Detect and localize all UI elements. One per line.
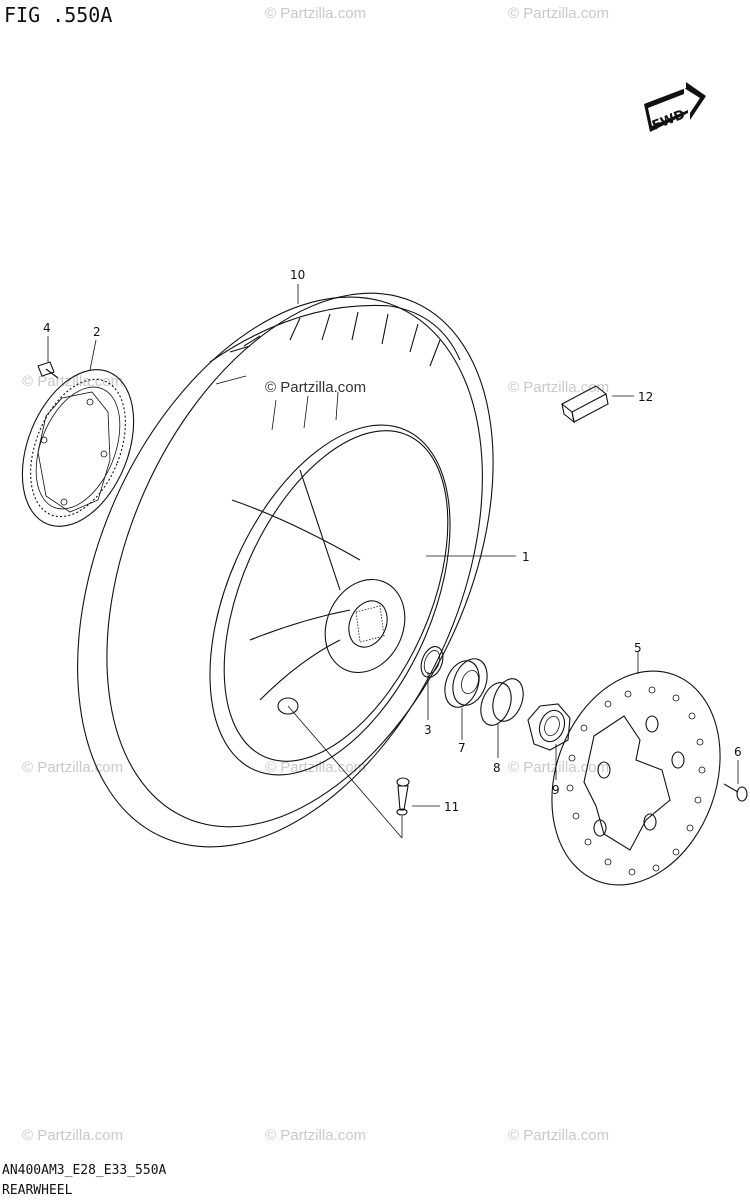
callout-10: 10 (290, 268, 305, 282)
brake-disc (551, 670, 721, 886)
watermark: © Partzilla.com (265, 1127, 366, 1144)
watermark: © Partzilla.com (265, 5, 366, 22)
watermarks: © Partzilla.com © Partzilla.com © Partzi… (22, 5, 609, 1144)
watermark: © Partzilla.com (265, 759, 366, 776)
watermark: © Partzilla.com (508, 1127, 609, 1144)
callout-6: 6 (734, 745, 742, 759)
callout-1: 1 (522, 550, 530, 564)
figure-title: FIG .550A (4, 3, 112, 27)
callout-12: 12 (638, 390, 653, 404)
callout-4: 4 (43, 321, 51, 335)
callout-8: 8 (493, 761, 501, 775)
callout-9: 9 (552, 783, 560, 797)
watermark: © Partzilla.com (508, 759, 609, 776)
wheel-rim (209, 424, 451, 776)
diagram-name: REARWHEEL (2, 1183, 73, 1198)
watermark: © Partzilla.com (265, 379, 366, 396)
sensor-rotor-ring (21, 369, 135, 527)
leader-lines (47, 284, 739, 839)
tire (77, 292, 494, 848)
axle-nut (527, 703, 571, 751)
callout-7: 7 (458, 741, 466, 755)
callouts: 1 2 3 4 5 6 7 8 9 10 11 12 (43, 268, 742, 814)
fwd-arrow-badge: FWD (644, 82, 706, 134)
rotor-bolt (37, 361, 59, 379)
diagram-code: AN400AM3_E28_E33_550A (2, 1163, 167, 1178)
wheel-collar (480, 678, 524, 726)
watermark: © Partzilla.com (508, 5, 609, 22)
watermark: © Partzilla.com (508, 379, 609, 396)
callout-5: 5 (634, 641, 642, 655)
tire-valve (396, 777, 410, 816)
spacer-ring (444, 658, 488, 708)
callout-3: 3 (424, 723, 432, 737)
watermark: © Partzilla.com (22, 1127, 123, 1144)
watermark: © Partzilla.com (22, 759, 123, 776)
callout-2: 2 (93, 325, 101, 339)
pressure-sensor (561, 385, 609, 424)
callout-11: 11 (444, 800, 459, 814)
watermark: © Partzilla.com (22, 373, 123, 390)
disc-bolt (723, 783, 748, 802)
